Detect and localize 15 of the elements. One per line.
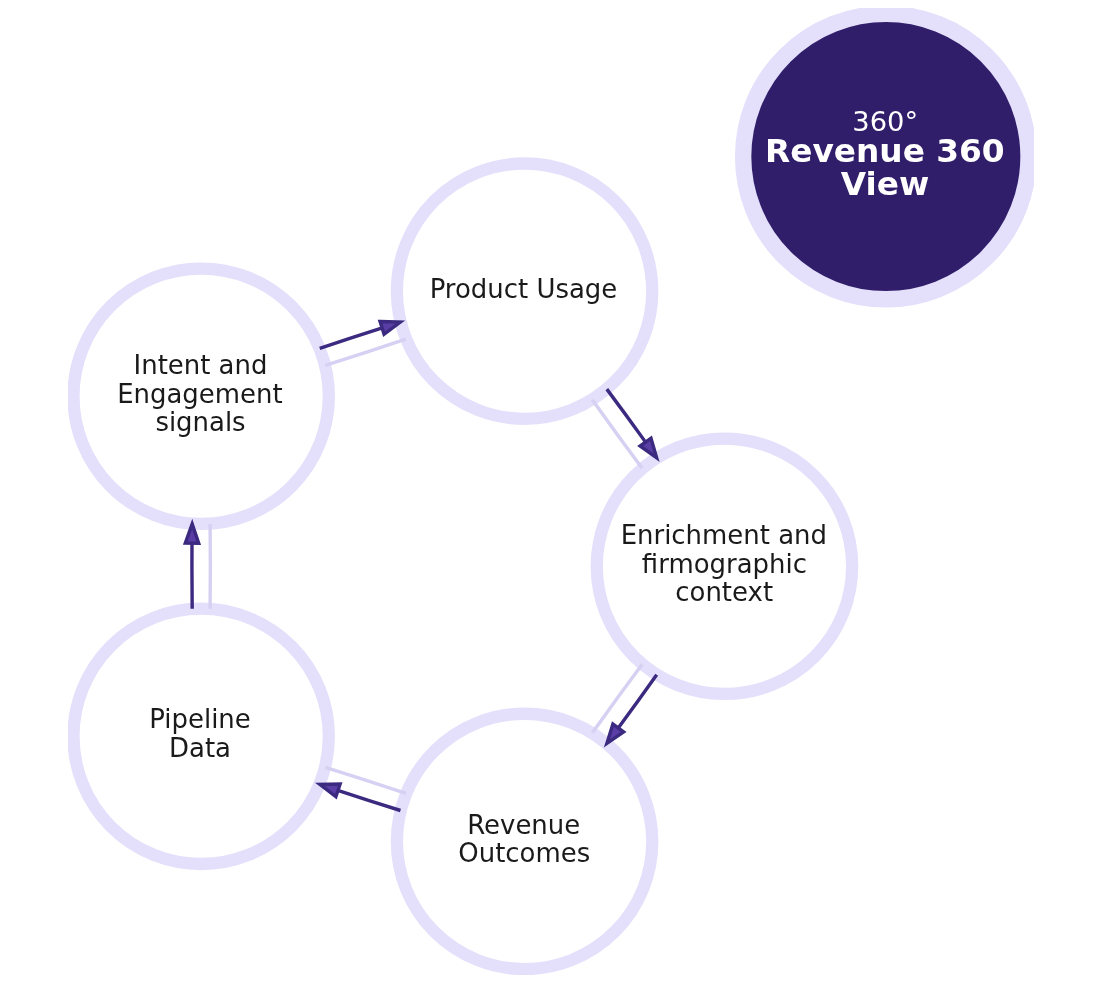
connector bbox=[590, 398, 643, 470]
arrow bbox=[314, 782, 401, 813]
arrow bbox=[604, 388, 660, 462]
node-circle: Revenue Outcomes bbox=[390, 707, 658, 975]
node-circle: 360° Revenue 360 View bbox=[734, 8, 1034, 308]
arrow bbox=[182, 518, 201, 609]
connector bbox=[207, 524, 212, 609]
node-circle: Intent and Engagement signals bbox=[67, 262, 335, 531]
connector bbox=[590, 663, 644, 734]
node-circle: Product Usage bbox=[390, 157, 658, 425]
connector bbox=[324, 765, 407, 796]
arrow bbox=[318, 319, 405, 350]
node-circle: Pipeline Data bbox=[67, 602, 335, 871]
connector bbox=[324, 337, 406, 367]
arrow bbox=[603, 673, 658, 748]
